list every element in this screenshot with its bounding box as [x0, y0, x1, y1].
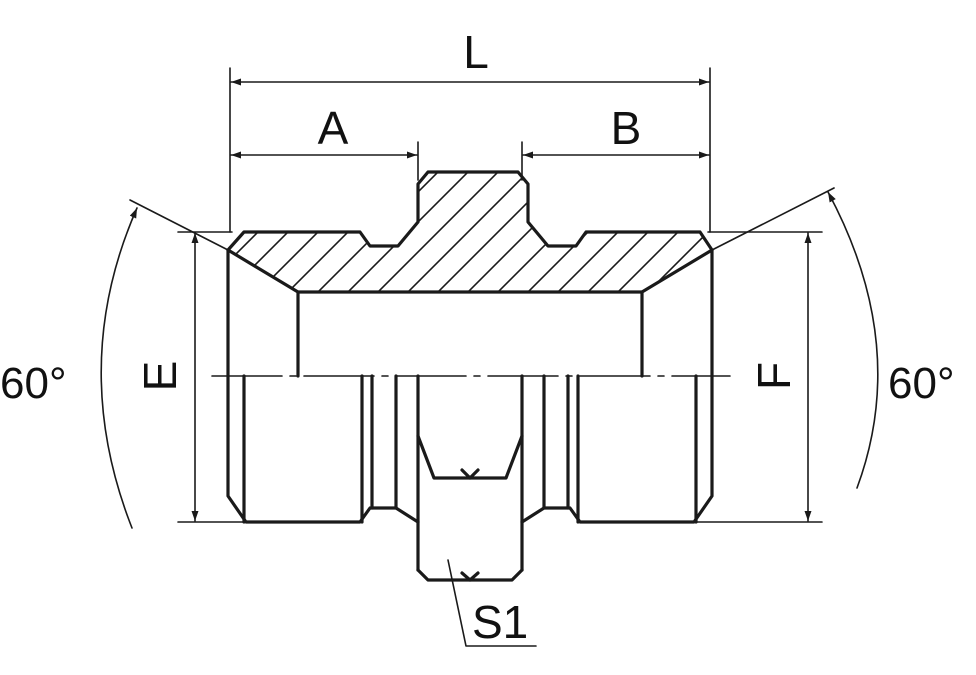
label-L: L: [463, 26, 489, 78]
dimension-S1: S1: [447, 559, 537, 648]
label-angle-left: 60°: [0, 359, 67, 408]
label-S1: S1: [472, 596, 528, 648]
label-F: F: [748, 362, 800, 390]
angle-right: 60°: [711, 187, 955, 489]
label-B: B: [611, 102, 642, 154]
fitting-outline: [226, 248, 714, 582]
hatch-pattern: [228, 172, 712, 292]
dimension-L: L: [229, 26, 711, 233]
label-angle-right: 60°: [888, 359, 955, 408]
label-E: E: [134, 361, 186, 392]
angle-left: 60°: [0, 199, 229, 529]
fitting-section-hatched: [226, 170, 714, 378]
dimension-F: F: [695, 231, 823, 523]
label-A: A: [318, 102, 349, 154]
dimension-E: E: [134, 231, 245, 523]
dimension-B: B: [521, 102, 710, 181]
dimension-A: A: [230, 102, 419, 181]
